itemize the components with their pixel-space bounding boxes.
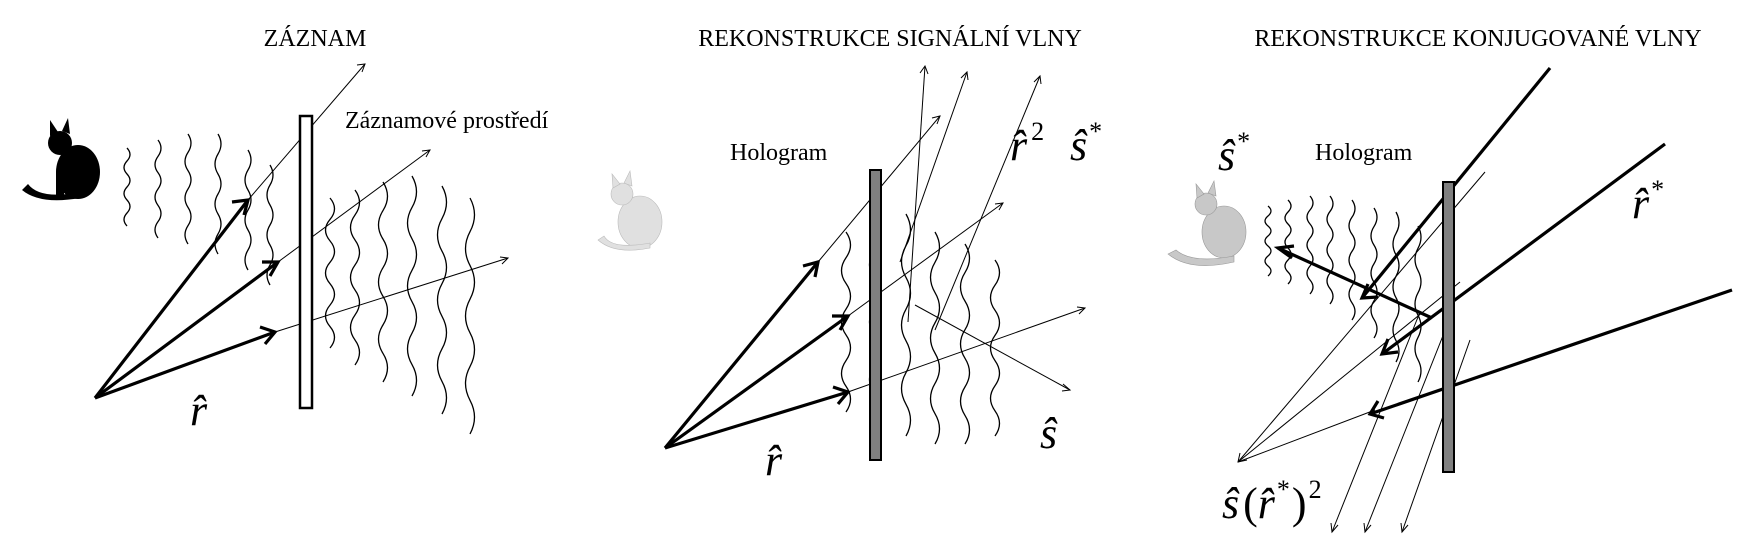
real-image-cat-icon bbox=[1167, 179, 1247, 266]
reference-ray-1 bbox=[93, 199, 250, 399]
wavefront-curve bbox=[989, 259, 1001, 437]
wavefront-curve bbox=[377, 181, 389, 383]
s-times-r-conj-squared: ŝ(r̂*)2 bbox=[1222, 475, 1322, 528]
arrowhead-2c bbox=[1076, 306, 1087, 315]
wavefront-curve bbox=[154, 139, 162, 239]
conj-reference-ray-1 bbox=[1360, 66, 1552, 300]
conj-down-arrowhead-2 bbox=[1363, 522, 1372, 534]
virtual-image-cat-icon bbox=[597, 169, 663, 251]
reference-ray-3 bbox=[94, 330, 276, 400]
reference-wave-symbol: r̂ bbox=[190, 386, 208, 435]
wavefront-curve bbox=[929, 231, 941, 445]
hologram-label-2: Hologram bbox=[730, 140, 828, 166]
panel-conjugate-reconstruction: REKONSTRUKCE KONJUGOVANÉ VLNY Hologram bbox=[1167, 26, 1733, 534]
conj-down-arrowhead-3 bbox=[1400, 522, 1409, 534]
wavefront-curve bbox=[266, 164, 274, 286]
panel-2-title: REKONSTRUKCE SIGNÁLNÍ VLNY bbox=[698, 26, 1082, 52]
conj-image-arrowhead bbox=[1273, 244, 1295, 260]
reference-ray-2-2 bbox=[664, 314, 849, 450]
conj-reference-ray-2 bbox=[1381, 142, 1666, 356]
reference-ray-2-1 bbox=[663, 260, 820, 450]
arrowhead-1 bbox=[356, 63, 366, 73]
arrowhead-2 bbox=[421, 149, 431, 158]
diffracted-ray-up-1 bbox=[907, 65, 926, 323]
conj-image-ray bbox=[1277, 246, 1433, 320]
wavefront-curve bbox=[1306, 195, 1314, 295]
signal-wave-symbol: ŝ bbox=[1040, 409, 1058, 458]
conj-down-ray-1 bbox=[1331, 311, 1421, 533]
wavefront-curve bbox=[244, 149, 252, 271]
wavefront-curve bbox=[1326, 195, 1334, 305]
conj-down-ray-2 bbox=[1364, 317, 1451, 533]
arrowhead-2b bbox=[994, 202, 1004, 211]
hologram-plate-3 bbox=[1442, 181, 1455, 473]
conj-thin-ray-2 bbox=[1237, 281, 1461, 463]
conjugate-waves bbox=[1264, 195, 1422, 383]
object-waves-left bbox=[123, 133, 274, 286]
wavefront-curve bbox=[1392, 211, 1400, 363]
conj-thin-ray-3 bbox=[1237, 409, 1376, 463]
signal-arrowhead bbox=[1061, 383, 1072, 392]
reference-ray-2-3 bbox=[664, 390, 849, 450]
signal-ray bbox=[914, 304, 1071, 391]
recording-medium-label: Záznamové prostředí bbox=[345, 108, 549, 134]
conj-down-arrowhead-1 bbox=[1330, 522, 1339, 534]
reference-ray-2 bbox=[94, 260, 279, 400]
wavefront-curve bbox=[1348, 199, 1356, 321]
reference-arrowhead-2-2 bbox=[832, 314, 851, 331]
cat-object-icon bbox=[22, 118, 100, 201]
reference-arrowhead-2 bbox=[262, 260, 281, 277]
wavefront-curve bbox=[406, 175, 418, 397]
conj-focus-arrowhead bbox=[1237, 452, 1248, 463]
wavefront-curve bbox=[123, 147, 131, 227]
r-squared-symbol: r̂2 bbox=[1010, 117, 1044, 170]
wavefront-curve bbox=[1370, 207, 1378, 339]
panel-1-title: ZÁZNAM bbox=[264, 26, 367, 52]
reference-arrowhead-2-1 bbox=[802, 259, 821, 278]
arrowhead-up-2 bbox=[960, 70, 969, 81]
diffracted-ray-up-2 bbox=[899, 71, 968, 263]
arrowhead-up-3 bbox=[1033, 74, 1042, 85]
transmitted-ray-2c bbox=[847, 307, 1086, 393]
conj-down-ray-3 bbox=[1401, 339, 1471, 533]
hologram-plate-2 bbox=[869, 169, 882, 461]
panel-recording: ZÁZNAM Záznamové prostředí r̂ bbox=[22, 26, 549, 435]
object-waves-right bbox=[324, 175, 476, 435]
arrowhead-up-1 bbox=[919, 64, 929, 75]
wavefront-curve bbox=[959, 243, 971, 445]
panel-signal-reconstruction: REKONSTRUKCE SIGNÁLNÍ VLNY Hologram bbox=[597, 26, 1102, 485]
hologram-label-3: Hologram bbox=[1315, 140, 1413, 166]
wavefront-curve bbox=[464, 197, 476, 435]
wavefront-curve bbox=[1284, 199, 1292, 285]
wavefront-curve bbox=[436, 185, 448, 415]
wavefront-curve bbox=[1264, 205, 1272, 277]
arrowhead-2a bbox=[931, 115, 941, 125]
reference-arrowhead-1 bbox=[231, 198, 251, 216]
r-conjugate-symbol: r̂* bbox=[1632, 175, 1664, 228]
wavefront-curve bbox=[900, 213, 912, 437]
wavefront-curve bbox=[349, 189, 361, 366]
arrowhead-3 bbox=[499, 256, 510, 265]
reconstructed-waves bbox=[840, 213, 1001, 445]
diffracted-ray-up-3 bbox=[934, 75, 1041, 331]
conj-reference-ray-3 bbox=[1369, 288, 1733, 416]
s-conjugate-symbol-2: ŝ* bbox=[1070, 117, 1102, 170]
wavefront-curve bbox=[214, 133, 222, 255]
wavefront-curve bbox=[1414, 225, 1422, 383]
reference-arrowhead-3 bbox=[259, 325, 278, 346]
transmitted-ray-3 bbox=[274, 257, 509, 333]
s-conjugate-symbol-3: ŝ* bbox=[1218, 127, 1250, 180]
wavefront-curve bbox=[184, 133, 192, 245]
wavefront-curve bbox=[324, 197, 336, 349]
panel-3-title: REKONSTRUKCE KONJUGOVANÉ VLNY bbox=[1254, 26, 1701, 52]
reference-wave-symbol-2: r̂ bbox=[765, 436, 783, 485]
conj-reference-arrowhead-3 bbox=[1367, 400, 1385, 420]
reference-arrowhead-2-3 bbox=[832, 385, 851, 406]
recording-medium-plate bbox=[298, 114, 314, 410]
conj-reference-arrowhead-2 bbox=[1379, 338, 1399, 356]
